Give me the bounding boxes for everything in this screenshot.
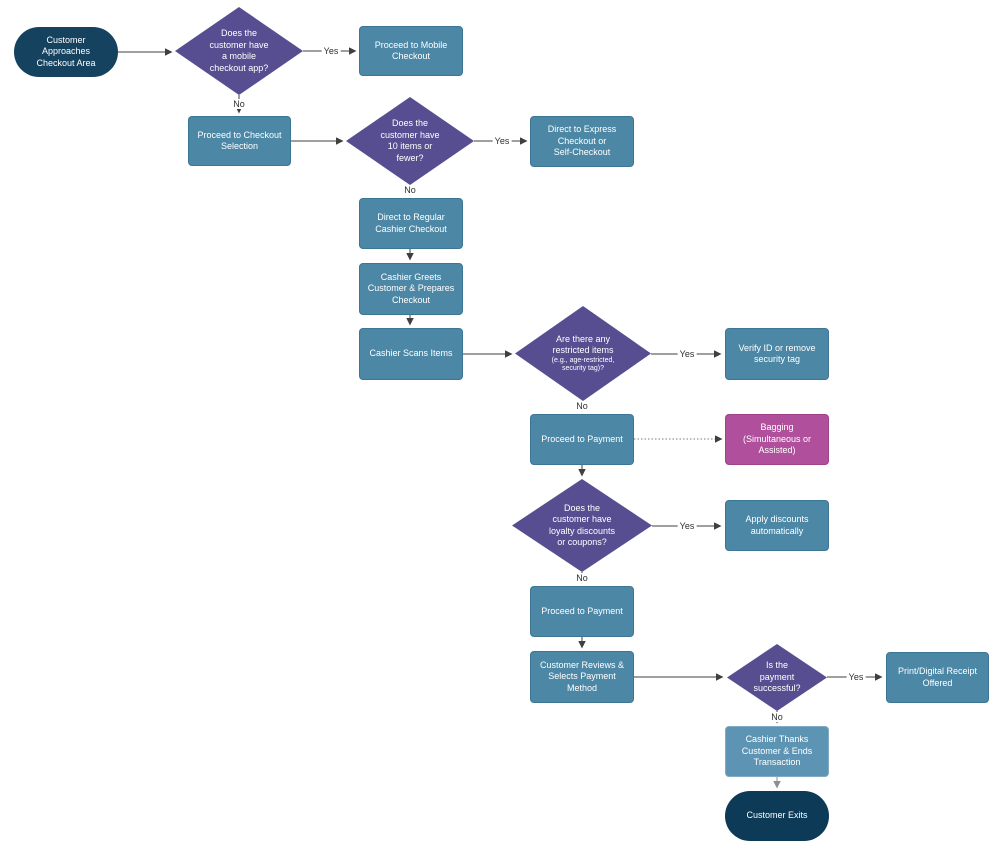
node-cashier-greets: Cashier Greets Customer & Prepares Check… [359,263,463,315]
edge-label-yes-mobile: Yes [321,46,341,56]
decision-restricted-items-subtext: (e.g., age-restricted, security tag)? [551,356,615,373]
decision-mobile-app-label: Does the customer have a mobile checkout… [209,28,269,73]
node-proceed-checkout-selection: Proceed to Checkout Selection [188,116,291,166]
node-regular-checkout-label: Direct to Regular Cashier Checkout [375,212,447,234]
node-cashier-thanks: Cashier Thanks Customer & Ends Transacti… [725,726,829,777]
node-apply-discounts-label: Apply discounts automatically [745,514,809,536]
node-cashier-scans-label: Cashier Scans Items [369,348,453,359]
node-receipt-offered: Print/Digital Receipt Offered [886,652,989,703]
edge-label-no-loyalty: No [574,573,590,583]
node-verify-id-label: Verify ID or remove security tag [738,342,816,365]
node-cashier-thanks-label: Cashier Thanks Customer & Ends Transacti… [741,734,813,768]
node-bagging-label: Bagging (Simultaneous or Assisted) [742,422,812,456]
node-proceed-payment-2-label: Proceed to Payment [541,605,623,616]
node-cashier-scans: Cashier Scans Items [359,328,463,380]
node-express-checkout: Direct to Express Checkout or Self-Check… [530,116,634,167]
decision-payment-success-label: Is the payment successful? [753,660,801,694]
decision-ten-items-label: Does the customer have 10 items or fewer… [380,118,440,163]
node-customer-reviews: Customer Reviews & Selects Payment Metho… [530,651,634,703]
node-bagging: Bagging (Simultaneous or Assisted) [725,414,829,465]
node-cashier-greets-label: Cashier Greets Customer & Prepares Check… [367,271,455,305]
node-proceed-mobile-checkout: Proceed to Mobile Checkout [359,26,463,76]
node-express-checkout-label: Direct to Express Checkout or Self-Check… [547,124,617,158]
decision-restricted-items-label: Are there any restricted items(e.g., age… [536,334,631,374]
node-receipt-offered-label: Print/Digital Receipt Offered [897,666,978,688]
edge-label-yes-success: Yes [846,672,866,682]
edge-label-no-restricted: No [574,401,590,411]
node-apply-discounts: Apply discounts automatically [725,500,829,551]
node-proceed-checkout-selection-label: Proceed to Checkout Selection [197,129,282,152]
node-proceed-payment-2: Proceed to Payment [530,586,634,637]
node-proceed-mobile-checkout-label: Proceed to Mobile Checkout [374,39,448,62]
node-proceed-payment-1-label: Proceed to Payment [541,433,623,444]
node-start: Customer Approaches Checkout Area [14,27,118,77]
decision-restricted-items-main-text: Are there any restricted items [552,333,614,356]
edge-label-no-success: No [769,712,785,722]
node-exit: Customer Exits [725,791,829,841]
node-customer-reviews-label: Customer Reviews & Selects Payment Metho… [539,659,625,693]
node-exit-label: Customer Exits [746,810,808,821]
node-verify-id: Verify ID or remove security tag [725,328,829,380]
node-regular-checkout: Direct to Regular Cashier Checkout [359,198,463,249]
node-start-label: Customer Approaches Checkout Area [36,34,96,68]
edge-label-yes-ten-items: Yes [492,136,512,146]
edge-label-yes-restricted: Yes [677,349,697,359]
edge-label-yes-loyalty: Yes [677,521,697,531]
edge-label-no-ten-items: No [402,185,418,195]
node-proceed-payment-1: Proceed to Payment [530,414,634,465]
decision-loyalty-label: Does the customer have loyalty discounts… [548,502,616,548]
edge-label-no-mobile: No [231,99,247,109]
